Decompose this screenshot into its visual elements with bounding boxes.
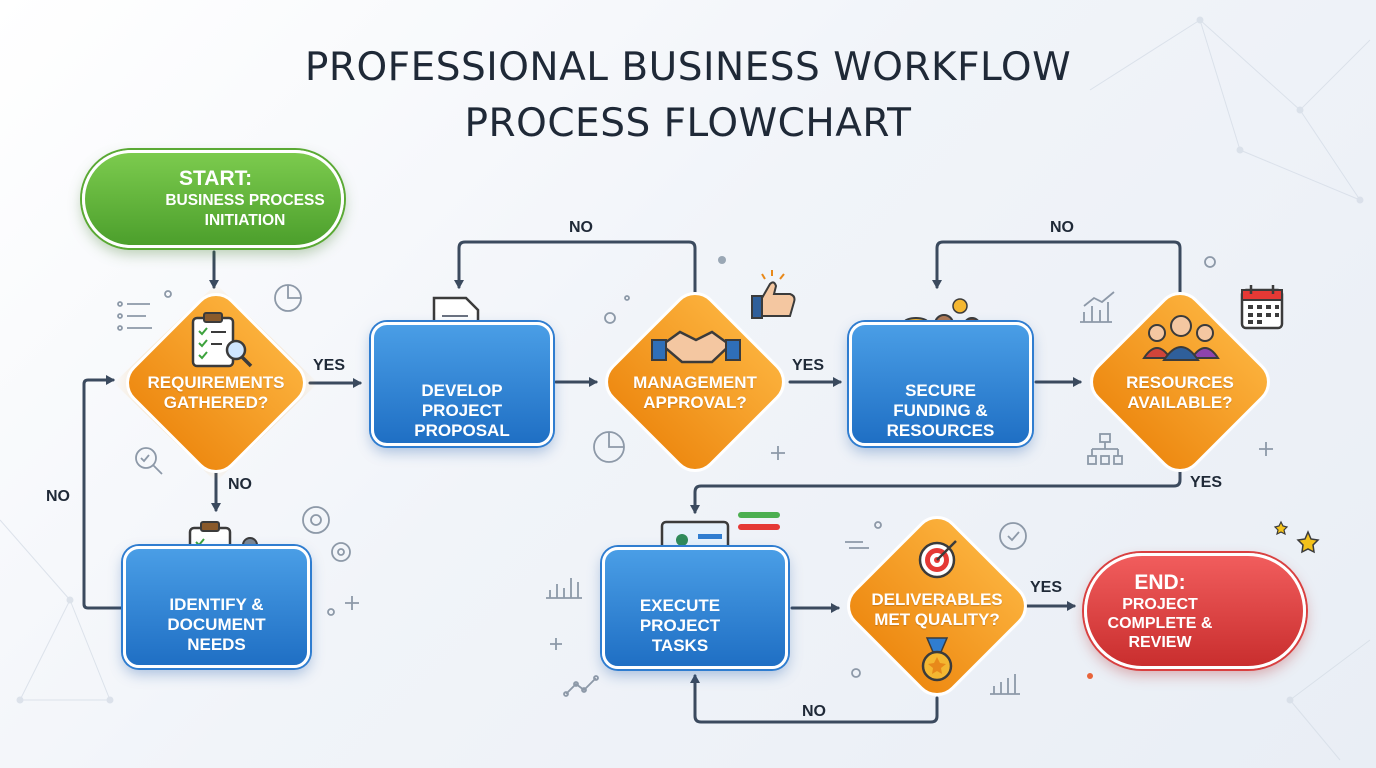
- bar-chart-icon: [1080, 291, 1115, 323]
- bar-chart-icon-3: [990, 674, 1020, 695]
- execute-node[interactable]: EXECUTE PROJECT TASKS: [602, 547, 788, 669]
- deliverables-line-1: DELIVERABLES: [871, 590, 1003, 609]
- develop-line-2: PROJECT: [421, 401, 503, 420]
- deliverables-line-2: MET QUALITY?: [874, 610, 1000, 629]
- arrow-identify-loop-back: [82, 375, 127, 610]
- deliverables-diamond[interactable]: [839, 508, 1034, 703]
- identify-line-2: DOCUMENT: [167, 615, 266, 634]
- resources-line-1: RESOURCES: [1126, 373, 1234, 392]
- label-deliverables-yes: YES: [1030, 579, 1063, 596]
- execute-line-3: TASKS: [651, 636, 709, 655]
- label-resources-yes: YES: [1190, 474, 1223, 491]
- connectors: [82, 240, 1182, 724]
- stars-icon: [1273, 520, 1320, 554]
- target-medal-icon: [918, 540, 957, 682]
- end-text: PROJECT COMPLETE & REVIEW: [1107, 595, 1213, 651]
- resources-line-2: AVAILABLE?: [1127, 393, 1233, 412]
- handshake-icon: [651, 330, 741, 364]
- arrow-approval-no-back: [454, 240, 697, 294]
- approval-label: MANAGEMENT APPROVAL?: [605, 373, 785, 413]
- develop-node[interactable]: DEVELOP PROJECT PROPOSAL: [371, 322, 553, 446]
- identify-line-3: NEEDS: [187, 635, 246, 654]
- title-line-1: PROFESSIONAL BUSINESS WORKFLOW: [304, 45, 1072, 90]
- end-node[interactable]: END: PROJECT COMPLETE & REVIEW: [1084, 553, 1306, 669]
- end-heading: END:: [1134, 570, 1186, 594]
- label-approval-no: NO: [569, 219, 593, 236]
- execute-line-2: PROJECT: [639, 616, 721, 635]
- label-approval-yes: YES: [792, 357, 825, 374]
- page-title: PROFESSIONAL BUSINESS WORKFLOW PROCESS F…: [0, 40, 1376, 152]
- label-resources-no: NO: [1050, 219, 1074, 236]
- start-text: BUSINESS PROCESS INITIATION: [165, 192, 325, 229]
- calendar-icon: [1240, 285, 1284, 330]
- gear-icon: [302, 506, 351, 562]
- list-icon: [117, 301, 152, 331]
- execute-line-1: EXECUTE: [639, 596, 721, 615]
- arrow-resources-no-back: [932, 240, 1182, 294]
- background-network-decoration: [0, 16, 1371, 761]
- label-identify-loop-no: NO: [46, 488, 70, 505]
- bar-chart-icon-2: [546, 578, 582, 599]
- requirements-label: REQUIREMENTS GATHERED?: [126, 373, 306, 413]
- requirements-line-2: GATHERED?: [163, 393, 269, 412]
- thumbs-up-icon: [751, 270, 796, 319]
- identify-line-1: IDENTIFY &: [169, 595, 264, 614]
- funding-line-2: FUNDING &: [893, 401, 988, 420]
- approval-diamond[interactable]: [597, 284, 792, 479]
- team-icon: [1142, 315, 1220, 361]
- resources-label: RESOURCES AVAILABLE?: [1090, 373, 1270, 413]
- line-chart-icon: [563, 675, 599, 697]
- pie-chart-icon-2: [593, 431, 625, 463]
- arrow-resources-yes-to-execute: [690, 468, 1182, 514]
- funding-line-1: SECURE: [905, 381, 976, 400]
- develop-line-1: DEVELOP: [421, 381, 503, 400]
- funding-line-3: RESOURCES: [886, 421, 995, 440]
- label-requirements-yes: YES: [313, 357, 346, 374]
- decorative-line-icons: [117, 256, 1273, 697]
- arrow-deliverables-no-back: [690, 674, 939, 724]
- identify-node[interactable]: IDENTIFY & DOCUMENT NEEDS: [123, 546, 310, 668]
- pie-chart-icon: [274, 284, 302, 312]
- approval-line-1: MANAGEMENT: [633, 373, 757, 392]
- requirements-diamond[interactable]: [114, 284, 318, 482]
- label-requirements-no: NO: [228, 476, 252, 493]
- resources-diamond[interactable]: [1082, 284, 1277, 479]
- magnifier-icon: [135, 447, 163, 475]
- develop-line-3: PROPOSAL: [414, 421, 510, 440]
- label-deliverables-no: NO: [802, 703, 826, 720]
- clipboard-checklist-icon: [191, 312, 253, 368]
- start-node[interactable]: START: BUSINESS PROCESS INITIATION: [82, 150, 344, 248]
- refresh-icon: [999, 522, 1027, 550]
- requirements-line-1: REQUIREMENTS: [147, 373, 285, 392]
- start-heading: START:: [179, 167, 253, 190]
- funding-node[interactable]: SECURE FUNDING & RESOURCES: [849, 322, 1032, 446]
- approval-line-2: APPROVAL?: [643, 393, 747, 412]
- org-chart-icon: [1087, 433, 1123, 465]
- deliverables-label: DELIVERABLES MET QUALITY?: [847, 590, 1027, 630]
- title-line-2: PROCESS FLOWCHART: [464, 101, 912, 146]
